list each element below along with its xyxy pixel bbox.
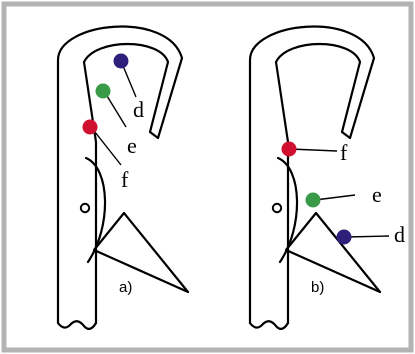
marker-a-f <box>82 119 98 135</box>
marker-a-e <box>95 83 111 99</box>
label-b-e: e <box>372 182 382 207</box>
panel-a: d e f a) <box>56 25 190 330</box>
label-a-f: f <box>121 167 129 192</box>
leader-b-f <box>289 148 338 152</box>
label-a-d: d <box>133 97 144 122</box>
marker-a-d <box>113 53 129 69</box>
leader-a-f <box>90 126 122 166</box>
leader-b-d <box>345 235 390 238</box>
leader-b-e <box>314 194 356 201</box>
panel-b: f e d b) <box>248 25 405 330</box>
marker-b-e <box>305 192 321 208</box>
pivot-pin-b <box>271 202 283 214</box>
marker-b-f <box>281 141 297 157</box>
hook-body-a <box>56 25 184 325</box>
label-a-e: e <box>127 133 137 158</box>
caption-b: b) <box>311 279 324 296</box>
leader-a-e <box>103 90 127 128</box>
caption-a: a) <box>119 279 132 296</box>
lever-b <box>284 211 382 294</box>
label-b-f: f <box>340 140 348 165</box>
pivot-pin-a <box>79 202 91 214</box>
marker-b-d <box>336 229 352 245</box>
label-b-d: d <box>394 222 405 247</box>
hook-body-b <box>248 25 376 325</box>
lever-a <box>92 211 190 294</box>
hook-end-a <box>56 320 98 330</box>
hook-end-b <box>248 320 290 330</box>
